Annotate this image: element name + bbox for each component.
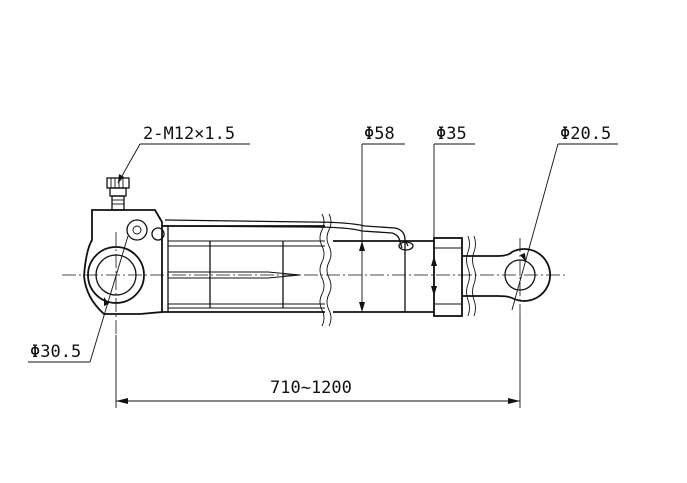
oil-tube — [164, 219, 414, 251]
cylinder-barrel — [162, 213, 434, 327]
base-eye-diameter-label: Φ30.5 — [30, 342, 81, 362]
cylinder-head — [433, 237, 463, 317]
center-lines — [62, 232, 565, 335]
stroke-length-label: 710~1200 — [270, 378, 352, 398]
dimension-labels: 2-M12×1.5 Φ58 Φ35 Φ20.5 Φ30.5 710~1200 — [30, 124, 611, 398]
rod-diameter-label: Φ35 — [436, 124, 467, 144]
piston-rod — [462, 235, 498, 317]
rod-eye-diameter-label: Φ20.5 — [560, 124, 611, 144]
rod-end-eye — [497, 248, 552, 302]
thread-label: 2-M12×1.5 — [143, 124, 235, 144]
dimension-lines — [28, 143, 618, 408]
base-end-block — [83, 209, 165, 315]
outer-diameter-label: Φ58 — [364, 124, 395, 144]
